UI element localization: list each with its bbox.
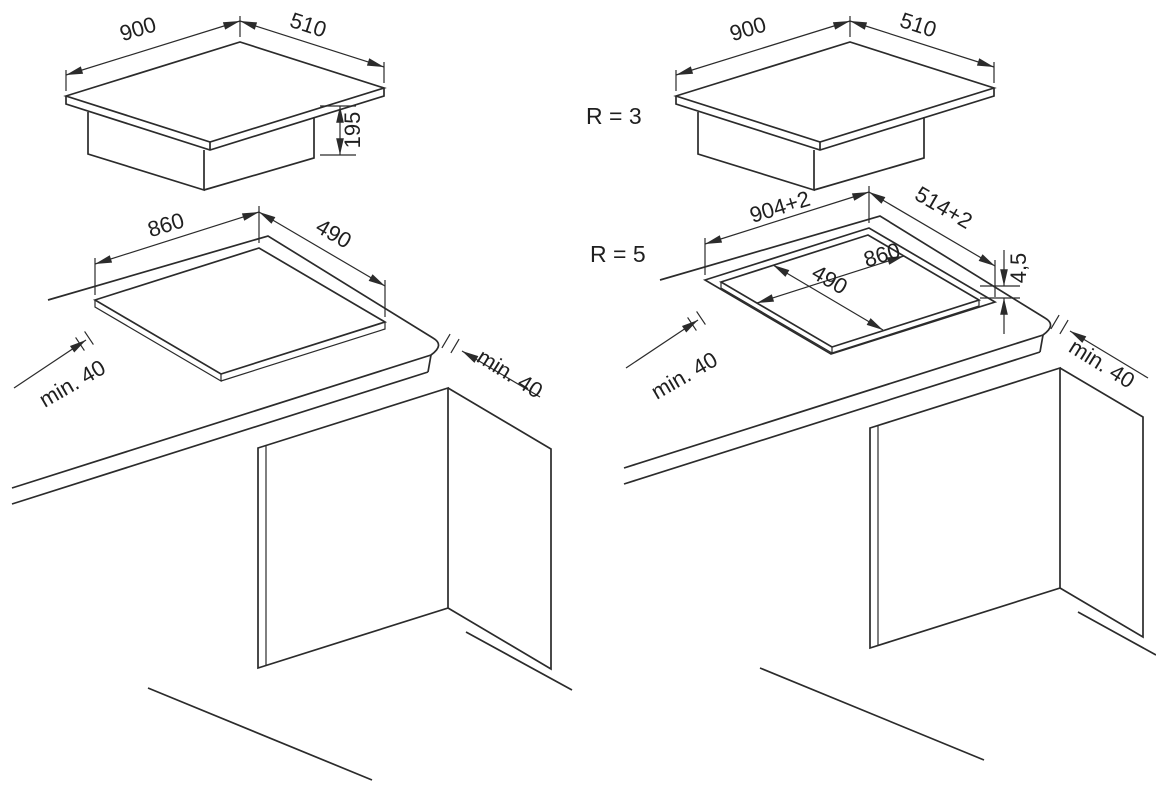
recess-height-ticks (980, 285, 1020, 299)
worktop-outline (11, 235, 440, 489)
dimension-line-recess-depth (868, 191, 996, 267)
dimension-line-width (65, 20, 241, 76)
cutout-inner-faces (720, 282, 980, 355)
hob-base-box (87, 112, 315, 192)
cabinet-side-panel (1059, 367, 1144, 639)
floor-lines (759, 611, 1156, 761)
dim-label-hob-left-depth: 510 (287, 7, 330, 42)
clearance-right-ticks (1050, 314, 1069, 335)
hob-slab-edge (65, 88, 385, 151)
hob-top-surface (673, 41, 997, 143)
dimension-line-inner-width (756, 255, 905, 304)
cabinet-front (257, 386, 449, 670)
clearance-right-arrow (1069, 330, 1149, 379)
cutout-opening (92, 247, 388, 375)
clearance-left-arrow (13, 339, 87, 389)
dimension-line-cutout-width (94, 211, 260, 265)
dim-label-hob-left-height: 195 (340, 112, 365, 149)
hob-base-box (697, 112, 925, 192)
clearance-right-arrow (461, 350, 541, 398)
dimension-line-depth (849, 20, 995, 68)
floor-lines (147, 631, 573, 781)
dim-label-recess-width: 904+2 (747, 186, 813, 228)
dimension-line-cutout-depth (258, 211, 386, 287)
dim-label-hob-left-width: 900 (117, 12, 159, 47)
extension-lines (65, 16, 385, 91)
dim-label-hob-right-depth: 510 (897, 7, 940, 42)
hob-iso-right: 900 510 R = 3 (586, 7, 997, 192)
dim-label-recess-depth: 514+2 (911, 181, 977, 234)
dimension-line-depth (239, 20, 385, 68)
hob-top-surface (63, 41, 387, 143)
hob-slab-edge (675, 88, 995, 151)
dim-label-inner-depth: 490 (808, 259, 852, 299)
hob-iso-left: 900 510 195 (63, 7, 387, 192)
dim-label-inner-width: 860 (861, 238, 903, 273)
dimension-line-width (675, 20, 851, 76)
clearance-label-left: min. 40 (647, 347, 722, 405)
cabinet-side-panel (447, 387, 552, 671)
recess-outer-edge (702, 227, 998, 355)
worktop-outline (623, 215, 1052, 469)
worktop-front-thickness (11, 354, 432, 505)
cutout-inner-faces (94, 300, 386, 383)
dimension-line-recess-width (704, 191, 870, 245)
dim-label-cutout-depth-left: 490 (312, 213, 356, 253)
clearance-left-arrow (625, 319, 699, 369)
clearance-label-left: min. 40 (35, 355, 110, 413)
clearance-right-ticks (441, 333, 460, 354)
worktop-recess-right: 904+2 514+2 4,5 490 860 min. 40 min. 40 … (590, 181, 1156, 761)
worktop-front-thickness (623, 334, 1044, 485)
clearance-label-right: min. 40 (473, 344, 547, 403)
worktop-cutout-left: 860 490 min. 40 min. 40 (11, 206, 573, 781)
radius-label-r5: R = 5 (590, 241, 646, 267)
dim-label-hob-right-width: 900 (727, 12, 769, 47)
radius-label-r3: R = 3 (586, 103, 642, 129)
extension-lines (675, 16, 995, 91)
clearance-label-right: min. 40 (1065, 334, 1139, 393)
dim-label-recess-height: 4,5 (1006, 253, 1031, 284)
cabinet-front (869, 366, 1061, 650)
